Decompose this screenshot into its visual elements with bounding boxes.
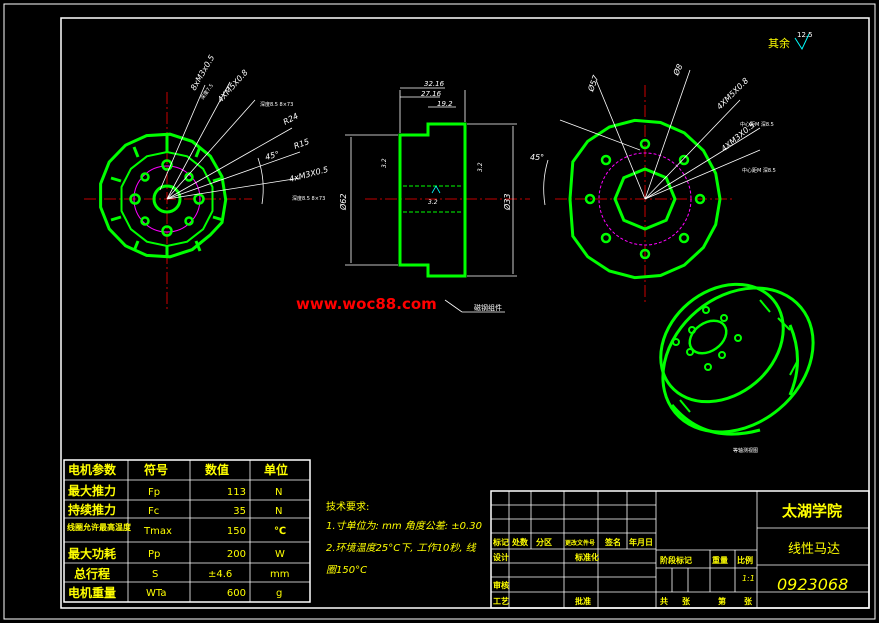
svg-text:线性马达: 线性马达 xyxy=(788,542,840,557)
svg-text:℃: ℃ xyxy=(274,526,286,537)
svg-text:N: N xyxy=(275,487,282,498)
roughness-note: 其余 12.5 xyxy=(768,31,813,51)
svg-text:N: N xyxy=(275,506,282,517)
svg-text:批准: 批准 xyxy=(575,596,591,606)
svg-text:113: 113 xyxy=(227,487,246,498)
svg-text:深度8.5 8×73: 深度8.5 8×73 xyxy=(260,101,293,108)
svg-text:比例: 比例 xyxy=(737,555,753,565)
svg-text:阶段标记: 阶段标记 xyxy=(660,555,692,565)
svg-text:2.环境温度25°C下, 工作10秒, 线: 2.环境温度25°C下, 工作10秒, 线 xyxy=(326,542,477,554)
section-outline xyxy=(398,122,467,278)
svg-text:32.16: 32.16 xyxy=(424,80,445,88)
svg-text:年月日: 年月日 xyxy=(629,537,653,547)
svg-text:深度7.5: 深度7.5 xyxy=(199,82,215,101)
svg-text:Ø33: Ø33 xyxy=(502,194,512,211)
svg-text:27.16: 27.16 xyxy=(421,90,442,98)
svg-text:审核: 审核 xyxy=(493,580,509,590)
svg-text:45°: 45° xyxy=(264,150,280,162)
svg-text:其余: 其余 xyxy=(768,36,790,50)
svg-text:Fc: Fc xyxy=(148,506,159,517)
outer-frame xyxy=(3,3,876,620)
params-table: 电机参数 符号 数值 单位 最大推力 持续推力 最大功耗 总行程 电机重量 线圈… xyxy=(63,459,311,603)
svg-text:标准化: 标准化 xyxy=(574,552,599,562)
svg-text:4xM3X0.5: 4xM3X0.5 xyxy=(288,165,329,184)
svg-text:3.2: 3.2 xyxy=(428,199,438,206)
isometric-view xyxy=(659,282,815,436)
watermark: www.woc88.com xyxy=(296,295,437,313)
svg-text:签名: 签名 xyxy=(604,537,621,547)
svg-text:线圈允许最高温度: 线圈允许最高温度 xyxy=(67,522,132,532)
svg-text:35: 35 xyxy=(233,506,246,517)
svg-text:600: 600 xyxy=(227,588,246,599)
svg-text:WTa: WTa xyxy=(146,588,166,599)
back-outer-outline xyxy=(568,118,722,280)
svg-text:更改文件号: 更改文件号 xyxy=(565,539,595,547)
svg-text:Pp: Pp xyxy=(148,549,160,560)
svg-text:张: 张 xyxy=(744,597,753,606)
svg-text:4XM5X0.8: 4XM5X0.8 xyxy=(216,68,250,104)
svg-text:电机重量: 电机重量 xyxy=(68,585,116,600)
center-bore xyxy=(152,184,182,214)
svg-text:设计: 设计 xyxy=(493,552,509,562)
svg-text:1:1: 1:1 xyxy=(742,574,755,583)
svg-text:3.2: 3.2 xyxy=(381,158,388,168)
svg-text:中心距M 深8.5: 中心距M 深8.5 xyxy=(742,167,776,174)
svg-text:g: g xyxy=(276,588,282,599)
svg-text:最大功耗: 最大功耗 xyxy=(68,546,116,561)
tech-requirements: 技术要求: 1.寸单位为: mm 角度公差: ±0.30 2.环境温度25°C下… xyxy=(326,500,482,576)
svg-text:张: 张 xyxy=(682,597,691,606)
svg-text:R24: R24 xyxy=(282,111,300,126)
svg-text:电机参数: 电机参数 xyxy=(68,462,117,477)
svg-text:Ø62: Ø62 xyxy=(338,194,348,211)
svg-text:圈150°C: 圈150°C xyxy=(326,565,367,576)
svg-text:深度8.5 8×73: 深度8.5 8×73 xyxy=(292,195,325,202)
svg-text:共: 共 xyxy=(660,596,668,606)
svg-text:磁钢组件: 磁钢组件 xyxy=(474,303,502,312)
svg-text:数值: 数值 xyxy=(205,462,229,477)
svg-text:4XM3X0.5: 4XM3X0.5 xyxy=(720,120,757,153)
outer-gear-outline xyxy=(99,132,228,259)
inner-frame xyxy=(60,17,870,609)
svg-text:Ø8: Ø8 xyxy=(670,62,684,77)
iso-note: 等轴测视图 xyxy=(733,447,758,454)
svg-text:Ø57: Ø57 xyxy=(585,73,601,94)
svg-text:重量: 重量 xyxy=(712,555,728,565)
svg-text:Tmax: Tmax xyxy=(143,526,172,537)
svg-text:4XM5X0.8: 4XM5X0.8 xyxy=(715,76,750,111)
svg-text:12.5: 12.5 xyxy=(797,31,813,39)
svg-text:S: S xyxy=(152,569,158,580)
svg-text:0923068: 0923068 xyxy=(777,575,848,594)
svg-text:150: 150 xyxy=(227,526,246,537)
title-block: 标记 处数 分区 更改文件号 签名 年月日 设计 标准化 审核 工艺 批准 阶段… xyxy=(490,490,870,609)
svg-text:±4.6: ±4.6 xyxy=(208,569,232,580)
svg-text:处数: 处数 xyxy=(511,537,529,547)
svg-text:200: 200 xyxy=(227,549,246,560)
front-view: 8xM3x0.5 4XM5X0.8 深度8.5 8×73 深度7.5 R24 R… xyxy=(84,53,329,310)
svg-text:第: 第 xyxy=(718,596,726,606)
svg-text:持续推力: 持续推力 xyxy=(68,502,116,517)
row3-label: 线圈允许最高温度 xyxy=(67,522,132,532)
section-view: 32.16 27.16 19.2 Ø62 Ø33 3.2 3.2 3.2 磁钢组… xyxy=(338,80,530,313)
inner-gear-outline xyxy=(120,150,214,248)
svg-text:太湖学院: 太湖学院 xyxy=(782,502,842,520)
svg-text:总行程: 总行程 xyxy=(74,566,110,581)
svg-text:单位: 单位 xyxy=(264,462,288,477)
svg-text:19.2: 19.2 xyxy=(437,100,453,108)
svg-text:中心距M 深8.5: 中心距M 深8.5 xyxy=(740,121,774,128)
back-view: Ø57 Ø8 4XM5X0.8 中心距M 深8.5 4XM3X0.5 中心距M … xyxy=(530,62,776,305)
svg-text:技术要求:: 技术要求: xyxy=(326,500,369,513)
svg-text:R15: R15 xyxy=(293,137,311,151)
svg-text:45°: 45° xyxy=(530,153,544,162)
svg-text:W: W xyxy=(275,549,285,560)
svg-text:Fp: Fp xyxy=(148,487,160,498)
svg-text:标记: 标记 xyxy=(492,537,509,547)
svg-text:工艺: 工艺 xyxy=(493,596,509,606)
svg-text:mm: mm xyxy=(270,569,289,580)
svg-text:1.寸单位为: mm 角度公差: ±0.30: 1.寸单位为: mm 角度公差: ±0.30 xyxy=(326,520,482,532)
svg-text:符号: 符号 xyxy=(144,462,168,477)
svg-text:最大推力: 最大推力 xyxy=(68,483,116,498)
svg-text:分区: 分区 xyxy=(536,537,552,547)
svg-text:3.2: 3.2 xyxy=(477,162,484,172)
